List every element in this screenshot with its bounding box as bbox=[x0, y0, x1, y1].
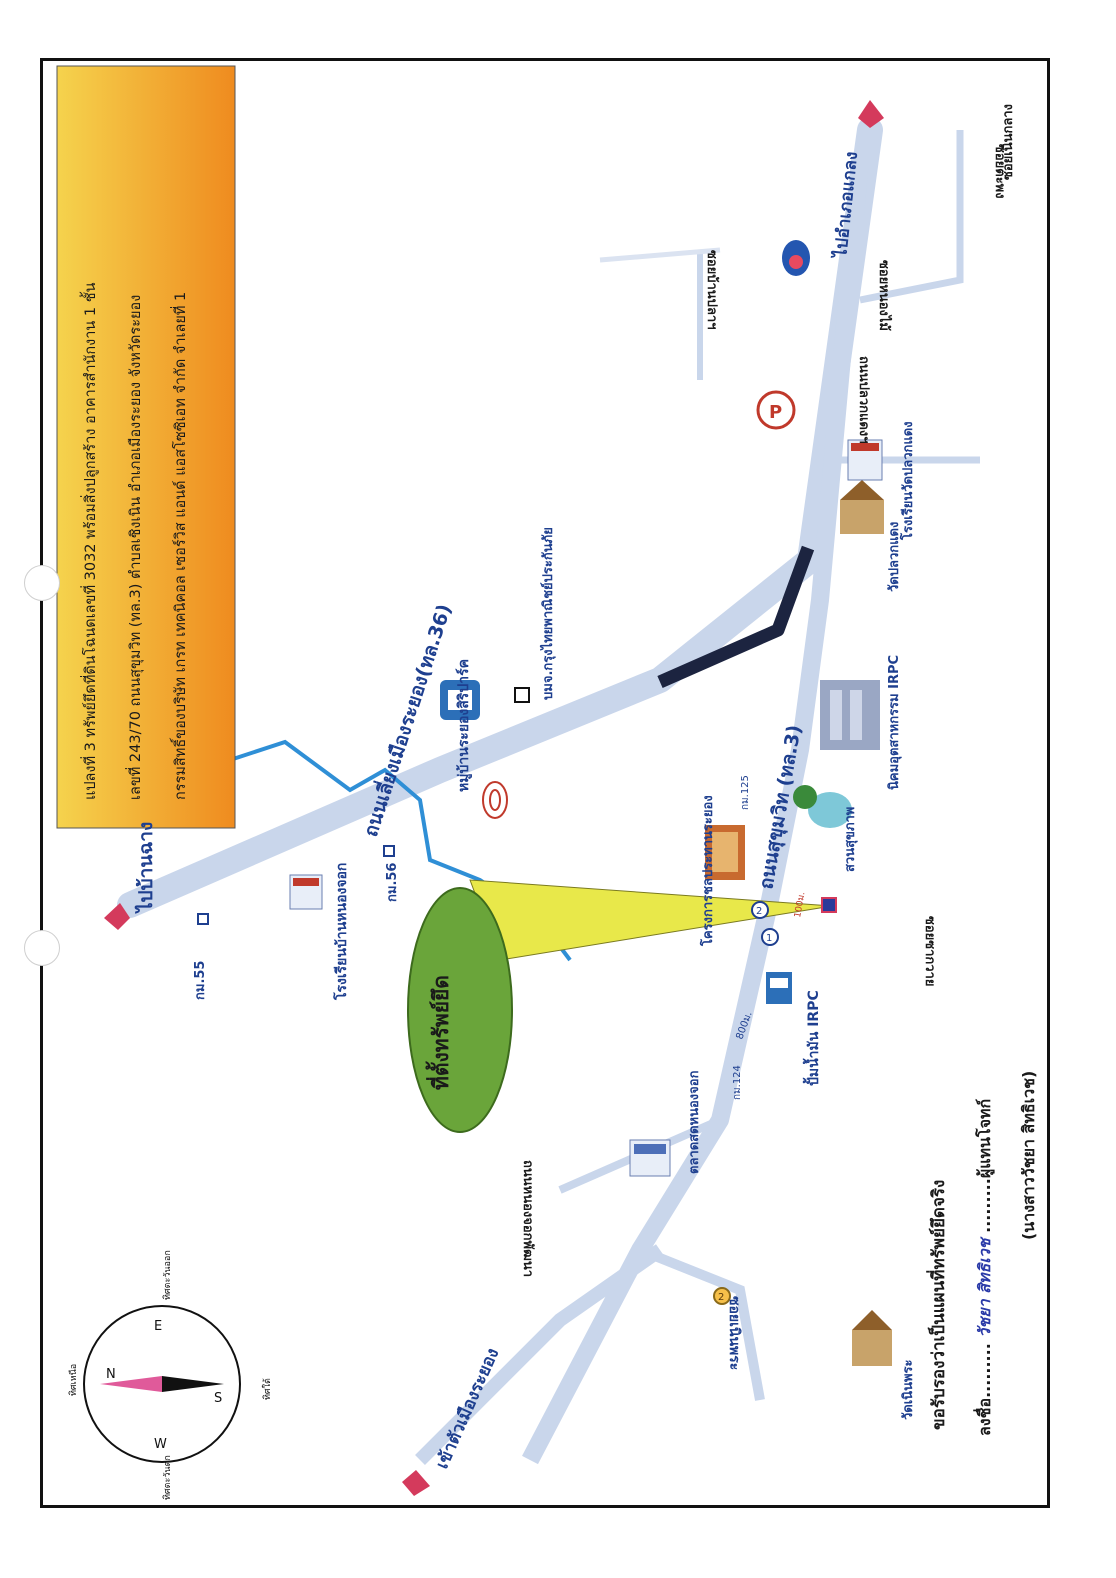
compass bbox=[83, 1305, 241, 1463]
svg-text:P: P bbox=[769, 402, 782, 423]
school-pla-icon bbox=[847, 439, 883, 481]
cert-line-2: ลงชื่อ......... วัชยา สิทธิเวช .........… bbox=[973, 1099, 996, 1436]
bank-icon bbox=[514, 687, 530, 703]
label-bank: บมจ.กรุงไทยพาณิชย์ประกันภัย bbox=[539, 527, 556, 700]
label-km124: กม.124 bbox=[732, 1065, 743, 1100]
compass-s: S bbox=[214, 1391, 222, 1406]
soi-noen-phra-road bbox=[638, 1245, 765, 1401]
toyota-icon bbox=[482, 781, 508, 819]
compass-east-label: ทิศตะวันออก bbox=[162, 1250, 173, 1300]
label-gas-irpc: ปั้มน้ำมัน IRPC bbox=[802, 990, 822, 1086]
label-project: โครงการชลประทานระยอง bbox=[699, 795, 716, 947]
cert-line-1: ขอรับรองว่าเป็นแผนที่ทรัพย์ยึดจริง bbox=[926, 1180, 949, 1430]
label-km125: กม.125 bbox=[740, 775, 751, 810]
label-market: ตลาดสดหนองจอก bbox=[687, 1070, 702, 1174]
cert-line-3: (นางสาววัชยา สิทธิเวช) bbox=[1019, 1071, 1038, 1240]
property-marker bbox=[821, 897, 837, 913]
soi-lower-road bbox=[599, 247, 721, 263]
label-school-nongjok: โรงเรียนบ้านหนองจอก bbox=[332, 863, 350, 1001]
gas-irpc-icon bbox=[766, 972, 792, 1004]
map-frame bbox=[40, 58, 1050, 1508]
marker-2-label: 2 bbox=[756, 906, 762, 917]
label-soi-nongjok: ถนนหนองจอกพัฒนา bbox=[520, 1160, 535, 1277]
marker-1-icon bbox=[761, 928, 779, 946]
label-soi-wat-pla: ถนนปลวกแดงฯ bbox=[856, 356, 871, 444]
market-icon bbox=[629, 1139, 671, 1177]
header-line-1: แปลงที่ 3 ทรัพย์ยึดที่ดินโฉนดเลขที่ 3032… bbox=[79, 282, 99, 800]
header-line-2: เลขที่ 243/70 ถนนสุขุมวิท (ทล.3) ตำบลเชิ… bbox=[125, 295, 144, 800]
soi-top-right-road bbox=[859, 130, 964, 304]
binder-hole-top bbox=[24, 565, 60, 601]
ptt-station-icon bbox=[782, 240, 810, 276]
binder-hole-bottom bbox=[24, 930, 60, 966]
compass-w: W bbox=[154, 1437, 167, 1452]
cert-prefix: ลงชื่อ......... bbox=[973, 1343, 994, 1436]
header-line-3: กรรมสิทธิ์ของบริษัท เกรท เทคนิคอล เซอร์ว… bbox=[169, 292, 189, 800]
gov-icon-km56 bbox=[383, 845, 395, 857]
estate-icon bbox=[820, 680, 880, 750]
header-text-group: แปลงที่ 3 ทรัพย์ยึดที่ดินโฉนดเลขที่ 3032… bbox=[79, 282, 189, 800]
roads-layer bbox=[117, 117, 980, 1465]
property-bubble bbox=[407, 887, 513, 1133]
label-soi-tabma: ซอยตะพง bbox=[992, 144, 1007, 199]
label-soi-noen-phra: ซอยเนินพระ bbox=[726, 1296, 742, 1370]
compass-e: E bbox=[154, 1319, 162, 1334]
label-soi-nong-mai: ซอยหนองไม้ bbox=[876, 260, 893, 331]
marker-2b-icon bbox=[713, 1287, 731, 1305]
label-soi-nern-klang: ซอยเนินกลาง bbox=[1001, 104, 1016, 180]
label-wat-noen-phra: วัดเนินพระ bbox=[901, 1359, 916, 1420]
label-100m: 100ม. bbox=[793, 891, 807, 918]
label-to-banchang: ไปบ้านฉาง bbox=[134, 822, 157, 914]
arrow-to-banchang bbox=[104, 903, 130, 930]
compass-north-label: ทิศเหนือ bbox=[68, 1364, 79, 1396]
label-to-rayong-city: เข้าตัวเมืองระยอง bbox=[431, 1345, 503, 1472]
marker-2b-label: 2 bbox=[718, 1292, 724, 1303]
gov-icon-km55 bbox=[197, 913, 209, 925]
pt-station-icon: P bbox=[756, 390, 796, 430]
wat-noen-phra-icon bbox=[852, 1310, 892, 1366]
compass-south-label: ทิศใต้ bbox=[262, 1378, 273, 1400]
label-soi-ban-pla: ซอยบ้านปลาฯ bbox=[704, 250, 720, 330]
park-icon bbox=[793, 785, 852, 828]
arrow-to-klaeng bbox=[858, 100, 884, 128]
arrow-to-rayong-city bbox=[402, 1470, 430, 1496]
compass-west-label: ทิศตะวันตก bbox=[162, 1455, 173, 1500]
label-km55: กม.55 bbox=[193, 961, 208, 1000]
school-nongjok-icon bbox=[289, 874, 323, 910]
cert-signature: วัชยา สิทธิเวช bbox=[975, 1236, 994, 1337]
label-estate: นิคมอุตสาหกรรม IRPC bbox=[887, 655, 902, 790]
label-village: หมู่บ้านระยองสิริปาร์ค bbox=[455, 659, 472, 792]
marker-1-label: 1 bbox=[766, 933, 772, 944]
village-icon bbox=[440, 680, 480, 720]
property-bubble-label: ที่ตั้งทรัพย์ยึด bbox=[425, 975, 453, 1090]
label-wat-pla: วัดปลวกแดง bbox=[887, 522, 902, 592]
marker-2-icon bbox=[751, 901, 769, 919]
bypass-dark-segment bbox=[657, 545, 815, 688]
label-highway-36: ถนนเลี่ยงเมืองระยอง(ทล.36) bbox=[357, 601, 456, 840]
label-park: สวนสุขภาพ bbox=[843, 807, 858, 872]
wat-pla-icon bbox=[840, 480, 884, 534]
label-soi-khao-yai: ซอยซากวาย bbox=[922, 916, 937, 986]
compass-n: N bbox=[106, 1367, 116, 1382]
label-school-pla: โรงเรียนวัดปลวกแดง bbox=[899, 421, 916, 541]
highway-36-road bbox=[117, 117, 883, 918]
label-km56: กม.56 bbox=[385, 863, 400, 902]
connector-road bbox=[415, 1244, 665, 1465]
project-icon bbox=[705, 825, 745, 880]
cert-suffix: .........ผู้แทนโจทก์ bbox=[974, 1099, 996, 1233]
header-banner bbox=[56, 65, 236, 829]
